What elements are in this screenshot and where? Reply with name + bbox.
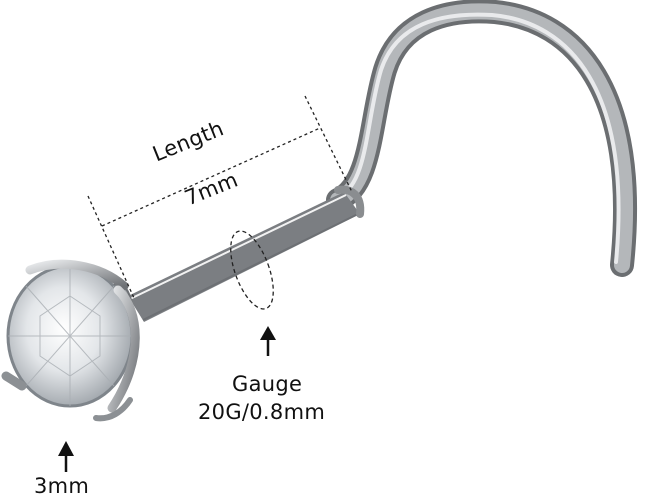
length-extension-right: [304, 95, 353, 193]
prong: [107, 285, 140, 413]
length-dimension: [87, 95, 353, 299]
gauge-title: Gauge: [232, 372, 303, 396]
length-extension-left: [87, 195, 135, 299]
post-bar: [128, 185, 365, 322]
prong: [1, 371, 27, 391]
gem-setting: [1, 259, 140, 422]
prong: [25, 259, 129, 291]
gem-size-label: 3mm: [34, 474, 90, 498]
gem-up-arrow-icon: [58, 441, 74, 472]
length-dimension-line: [101, 127, 321, 227]
gauge-cross-section-icon: [230, 230, 274, 310]
screw-hook: [326, 0, 638, 277]
gauge-up-arrow-icon: [260, 326, 276, 356]
gauge-value: 20G/0.8mm: [198, 400, 326, 424]
